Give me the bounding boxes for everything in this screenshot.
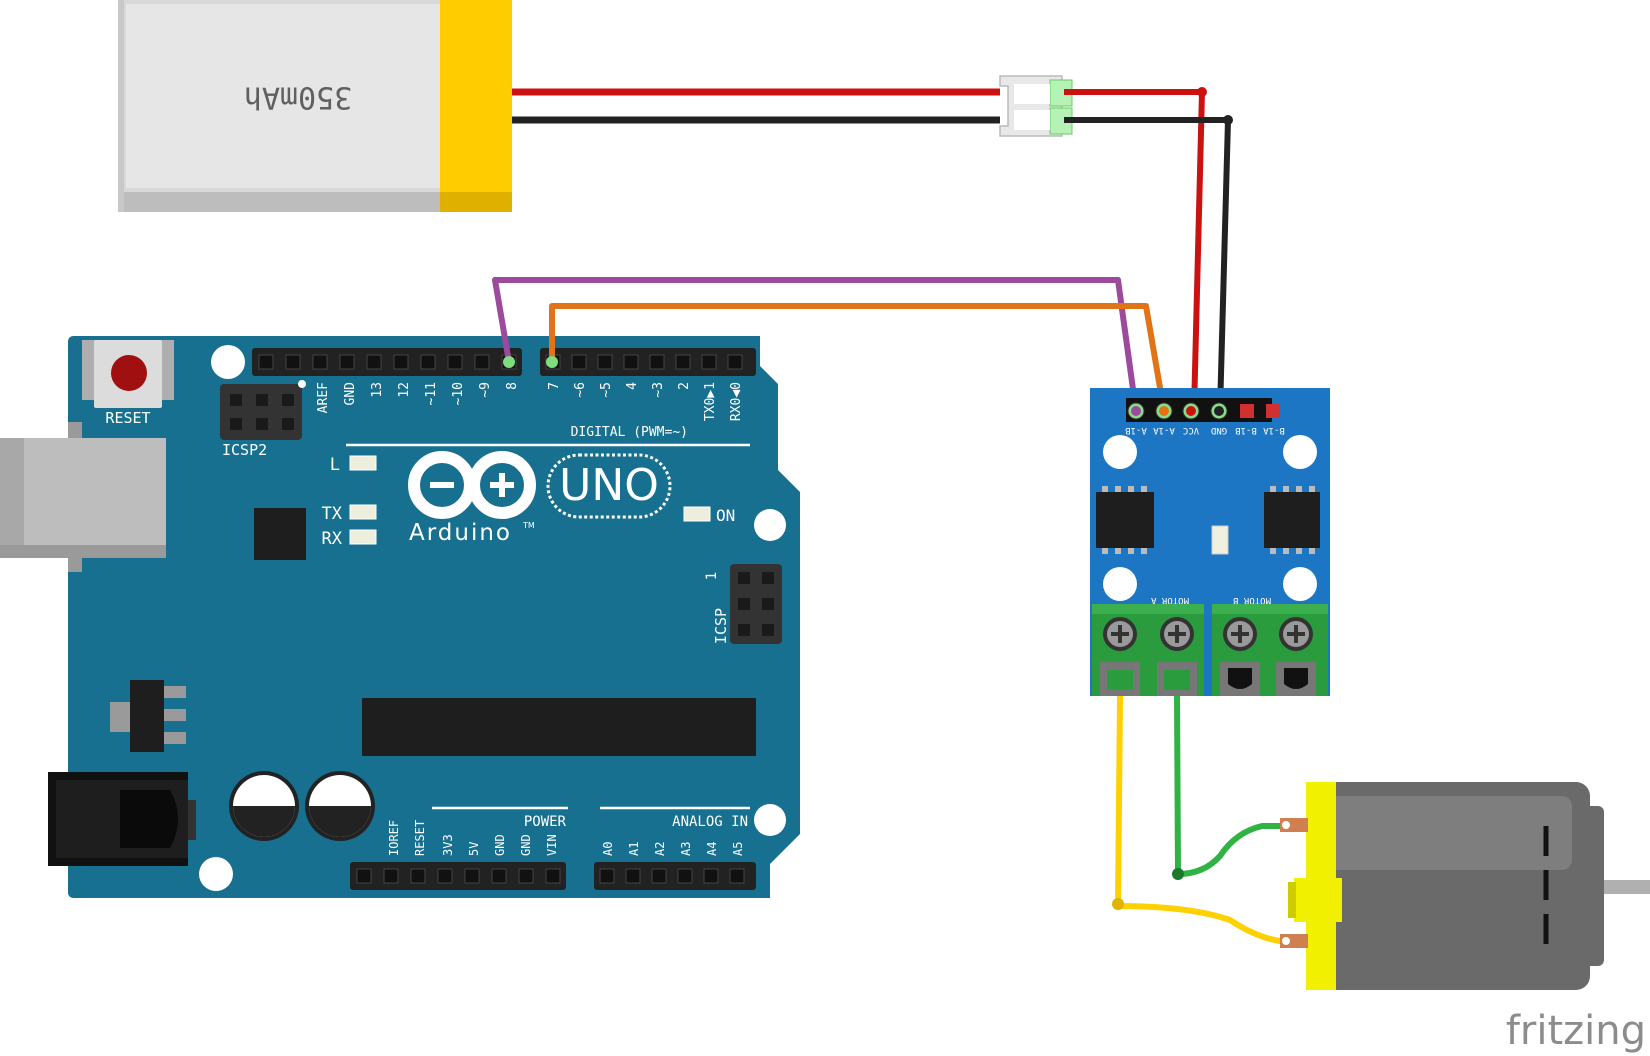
fritzing-watermark: fritzing (1506, 1008, 1646, 1054)
lipo-battery: 350mAh (118, 0, 512, 212)
motor-b-label: MOTOR B (1233, 595, 1271, 605)
pin7-orange-wire (549, 303, 1167, 412)
driver-pin-label: A-1B (1125, 425, 1147, 435)
led-on-label: ON (716, 506, 735, 525)
motor-green-wire (1174, 695, 1288, 878)
analog-pin-labels: A0 A1 A2 A3 A4 A5 (601, 842, 745, 856)
pin-label: 3V3 (441, 834, 455, 856)
pin-label: TX0▶1 (703, 382, 718, 421)
dc-motor (1280, 782, 1650, 990)
pin-label: GND (519, 834, 533, 856)
driver-pin-label: A-1A (1153, 425, 1175, 435)
motor-b-terminal (1212, 604, 1328, 696)
driver-pin-label: B-1B (1235, 425, 1257, 435)
pin-label: RESET (413, 820, 427, 856)
pin-label: A1 (627, 842, 641, 856)
arduino-logo-icon (408, 451, 536, 519)
battery-cap (440, 0, 512, 212)
pin-label: A2 (653, 842, 667, 856)
onboard-leds (349, 455, 711, 545)
power-header (350, 862, 566, 890)
led-rx-label: RX (322, 529, 343, 549)
pin-label: ~6 (573, 382, 588, 398)
uno-label: UNO (559, 460, 659, 511)
pin-label: RX0◀0 (729, 382, 744, 421)
arduino-logo-tm: TM (522, 521, 535, 530)
pin-label: ~10 (451, 382, 466, 405)
pin-label: 8 (505, 382, 520, 390)
pin-label: A0 (601, 842, 615, 856)
led-tx-label: TX (322, 504, 343, 524)
battery-capacity-label: 350mAh (244, 80, 352, 115)
icsp2-header (220, 384, 302, 440)
driver-pin-label: B-1A (1263, 425, 1285, 435)
motor-a-terminal (1092, 604, 1204, 696)
power-pin-labels: IOREF RESET 3V3 5V GND GND VIN (387, 820, 559, 856)
pin-label: ~11 (424, 382, 439, 405)
pin-label: 13 (370, 382, 385, 398)
pin-label: ~3 (651, 382, 666, 398)
pin-label: GND (493, 834, 507, 856)
driver-pin-labels: A-1B A-1A VCC GND B-1B B-1A (1125, 425, 1285, 435)
driver-pin-label: GND (1211, 425, 1227, 435)
mcu-chip (362, 698, 756, 756)
usb-chip (254, 508, 306, 560)
jst-connector (999, 75, 1073, 137)
gnd-black-wire (1064, 117, 1232, 412)
motor-a-label: MOTOR A (1150, 595, 1189, 605)
arduino-logo-text: Arduino (409, 520, 512, 546)
pin-label: A5 (731, 842, 745, 856)
pin-label: 12 (397, 382, 412, 398)
digital-header-right (540, 348, 756, 376)
driver-pin-label: VCC (1183, 425, 1199, 435)
analog-header (594, 862, 756, 890)
digital-header-left (252, 348, 522, 376)
icsp2-label: ICSP2 (222, 441, 267, 459)
analog-label: ANALOG IN (672, 814, 748, 830)
pin-label: 7 (547, 382, 562, 390)
pin-label: A3 (679, 842, 693, 856)
motor-yellow-wire (1114, 695, 1289, 945)
capacitor (305, 771, 375, 841)
pin-label: 2 (677, 382, 692, 390)
pin8-purple-wire (492, 277, 1139, 412)
pin-label: 4 (625, 382, 640, 390)
power-label: POWER (524, 814, 567, 830)
pin-label: ~9 (478, 382, 493, 398)
reset-button[interactable] (82, 340, 174, 408)
icsp-header (730, 564, 782, 644)
pin-label: GND (343, 382, 358, 406)
pin-label: AREF (316, 382, 331, 413)
pin-label: A4 (705, 842, 719, 856)
usb-port (0, 422, 166, 572)
power-jack (48, 772, 196, 866)
vcc-red-wire (1064, 89, 1206, 412)
pin-label: VIN (545, 834, 559, 856)
voltage-regulator (110, 680, 186, 752)
pin-label: 5V (467, 842, 481, 856)
pin-label: ~5 (599, 382, 614, 398)
uno-badge (546, 453, 672, 519)
icsp-label: ICSP (712, 608, 730, 644)
digital-label: DIGITAL (PWM=~) (571, 425, 688, 440)
top-pin-labels-left: AREF GND 13 12 ~11 ~10 ~9 8 (316, 382, 520, 413)
reset-label: RESET (105, 409, 150, 427)
led-l-label: L (330, 455, 340, 475)
icsp-pin1-label: 1 (704, 572, 720, 580)
arduino-uno-board (68, 336, 800, 898)
capacitor (229, 771, 299, 841)
top-pin-labels-right: 7 ~6 ~5 4 ~3 2 TX0▶1 RX0◀0 (547, 382, 744, 421)
pin-label: IOREF (387, 820, 401, 856)
